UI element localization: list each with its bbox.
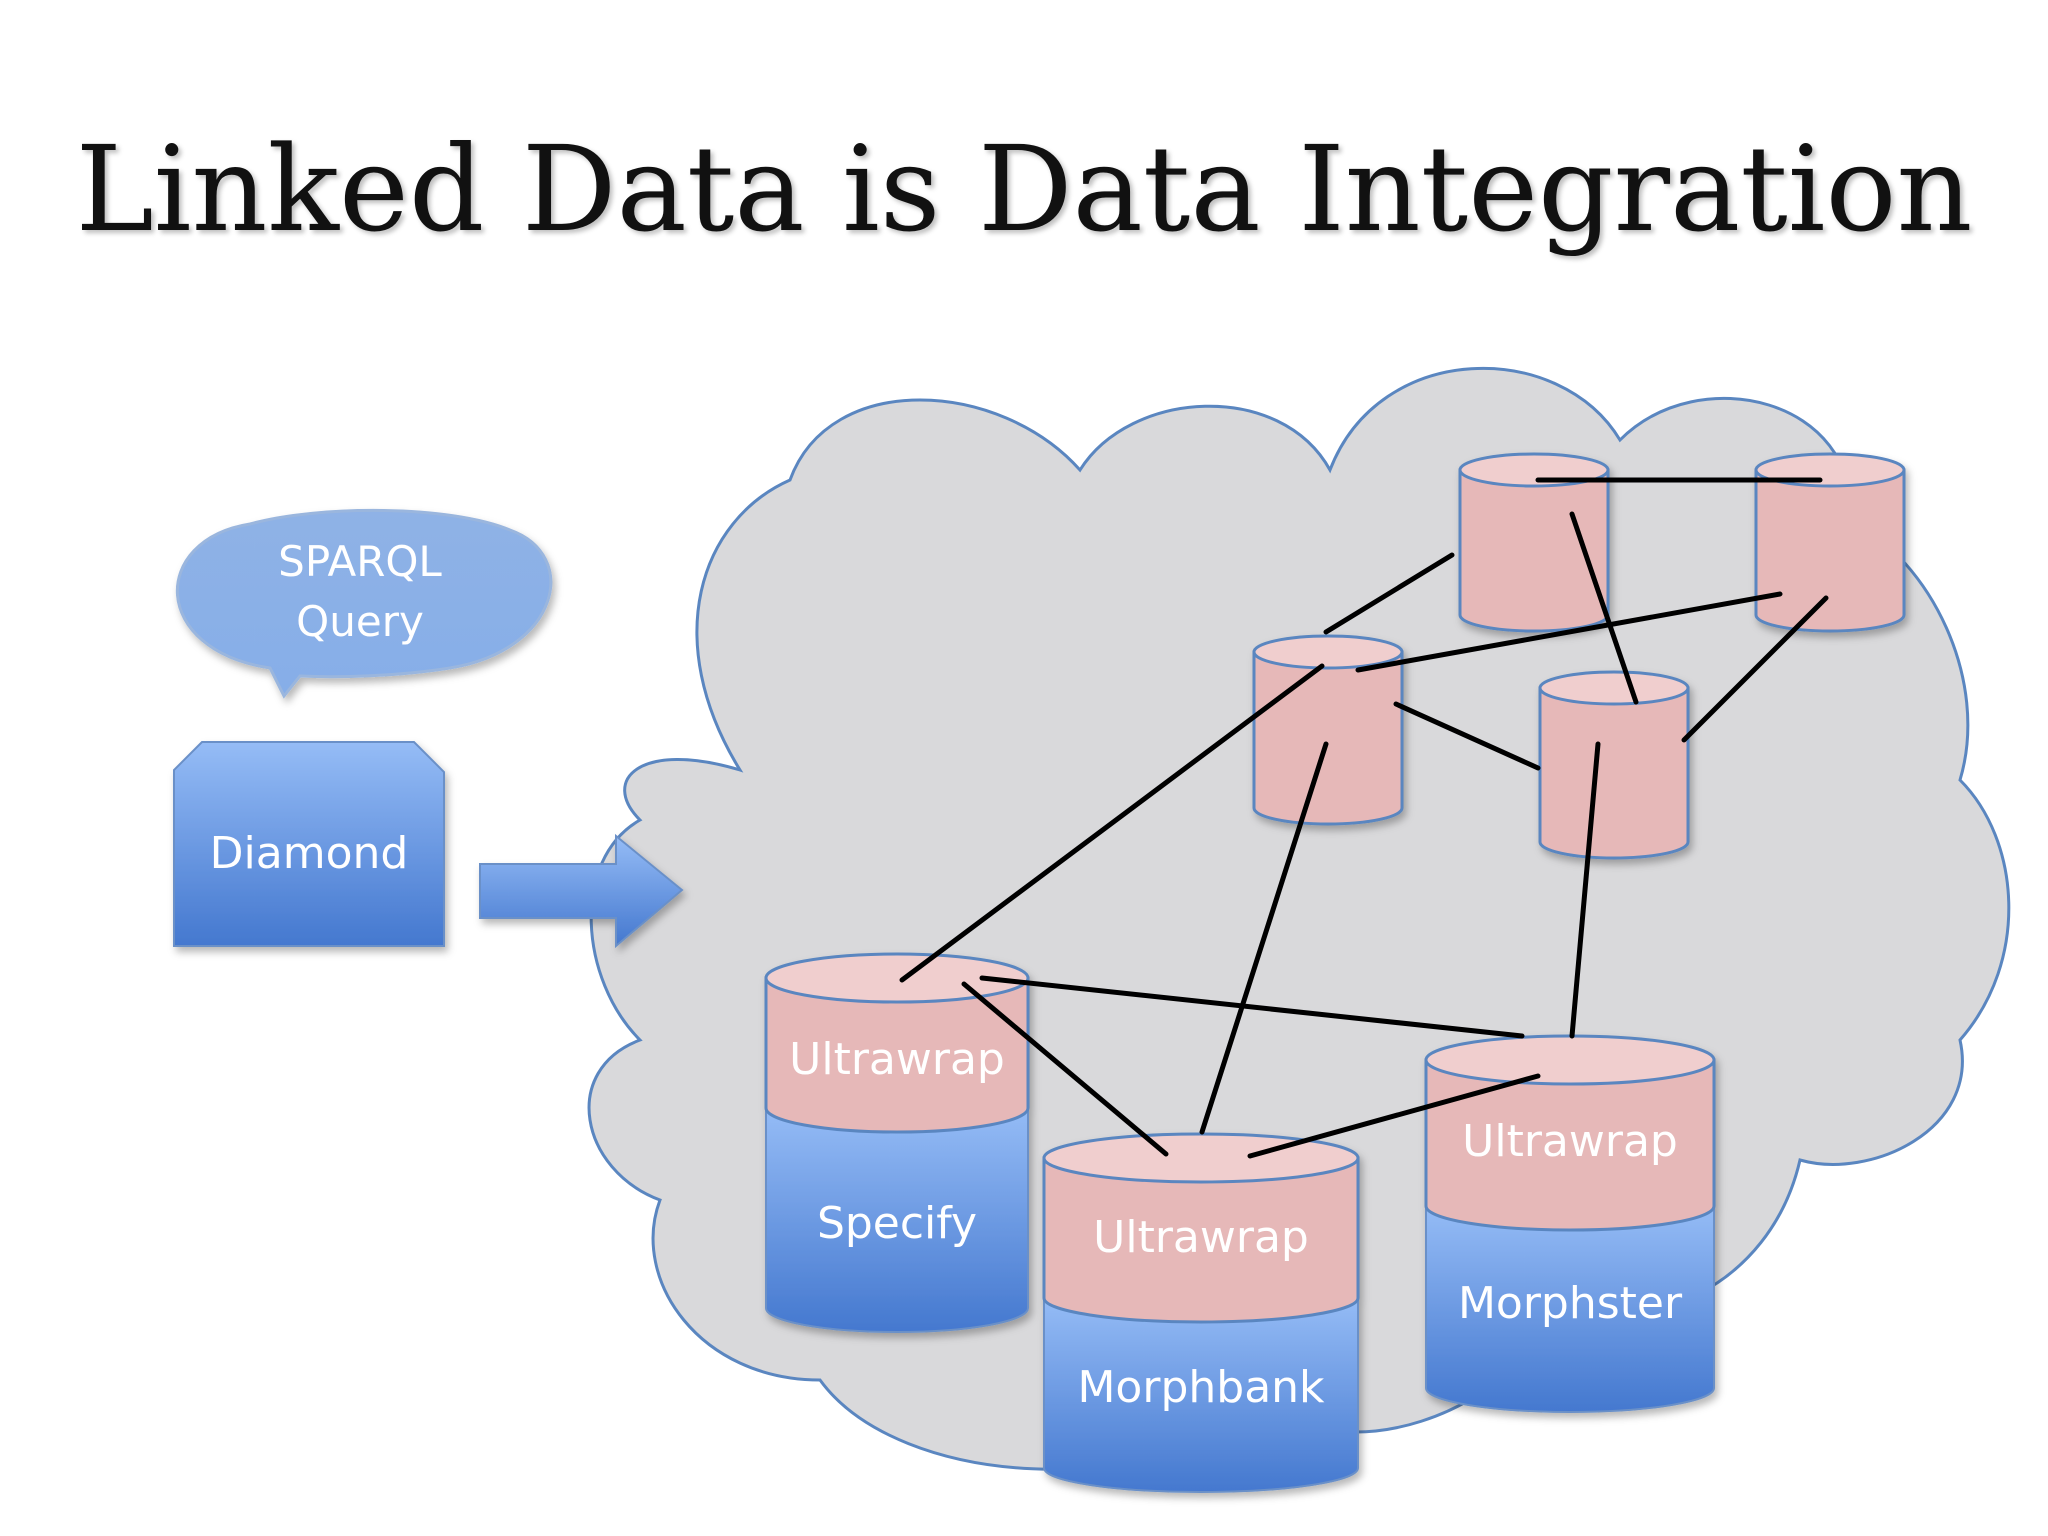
link (1199, 741, 1329, 1135)
links (899, 477, 1829, 1159)
bubble-line-1: SPARQL (278, 537, 442, 586)
sparql-query-bubble: SPARQL Query (175, 508, 553, 699)
source-stack-specify: Ultrawrap Specify (764, 952, 1030, 1333)
link (1569, 511, 1639, 705)
arrow-right-icon (479, 833, 684, 949)
wrapper-label-morphbank: Ultrawrap (1093, 1212, 1309, 1263)
wrapper-label-morphster: Ultrawrap (1462, 1116, 1678, 1167)
diamond-client-box: Diamond (173, 741, 445, 947)
link (899, 663, 1325, 983)
source-stack-morphbank: Ultrawrap Morphbank (1042, 1132, 1360, 1493)
source-label-morphbank: Morphbank (1077, 1362, 1325, 1413)
node-cylinder-2 (1754, 452, 1906, 633)
link (1569, 741, 1601, 1039)
link (1355, 591, 1783, 673)
link (961, 981, 1169, 1157)
node-cylinder-4 (1538, 670, 1690, 860)
node-cylinder-3 (1252, 634, 1404, 826)
link (979, 975, 1525, 1039)
source-label-morphster: Morphster (1458, 1278, 1683, 1329)
source-stack-morphster: Ultrawrap Morphster (1424, 1034, 1716, 1413)
bubble-line-2: Query (296, 597, 424, 646)
diamond-label: Diamond (210, 828, 409, 879)
link (1681, 595, 1829, 743)
link (1323, 552, 1455, 635)
link (1247, 1073, 1541, 1159)
source-label-specify: Specify (817, 1198, 977, 1249)
slide-title: Linked Data is Data Integration (75, 120, 1973, 258)
wrapper-label-specify: Ultrawrap (789, 1034, 1005, 1085)
link (1393, 701, 1541, 771)
speech-bubble-icon (175, 508, 553, 699)
